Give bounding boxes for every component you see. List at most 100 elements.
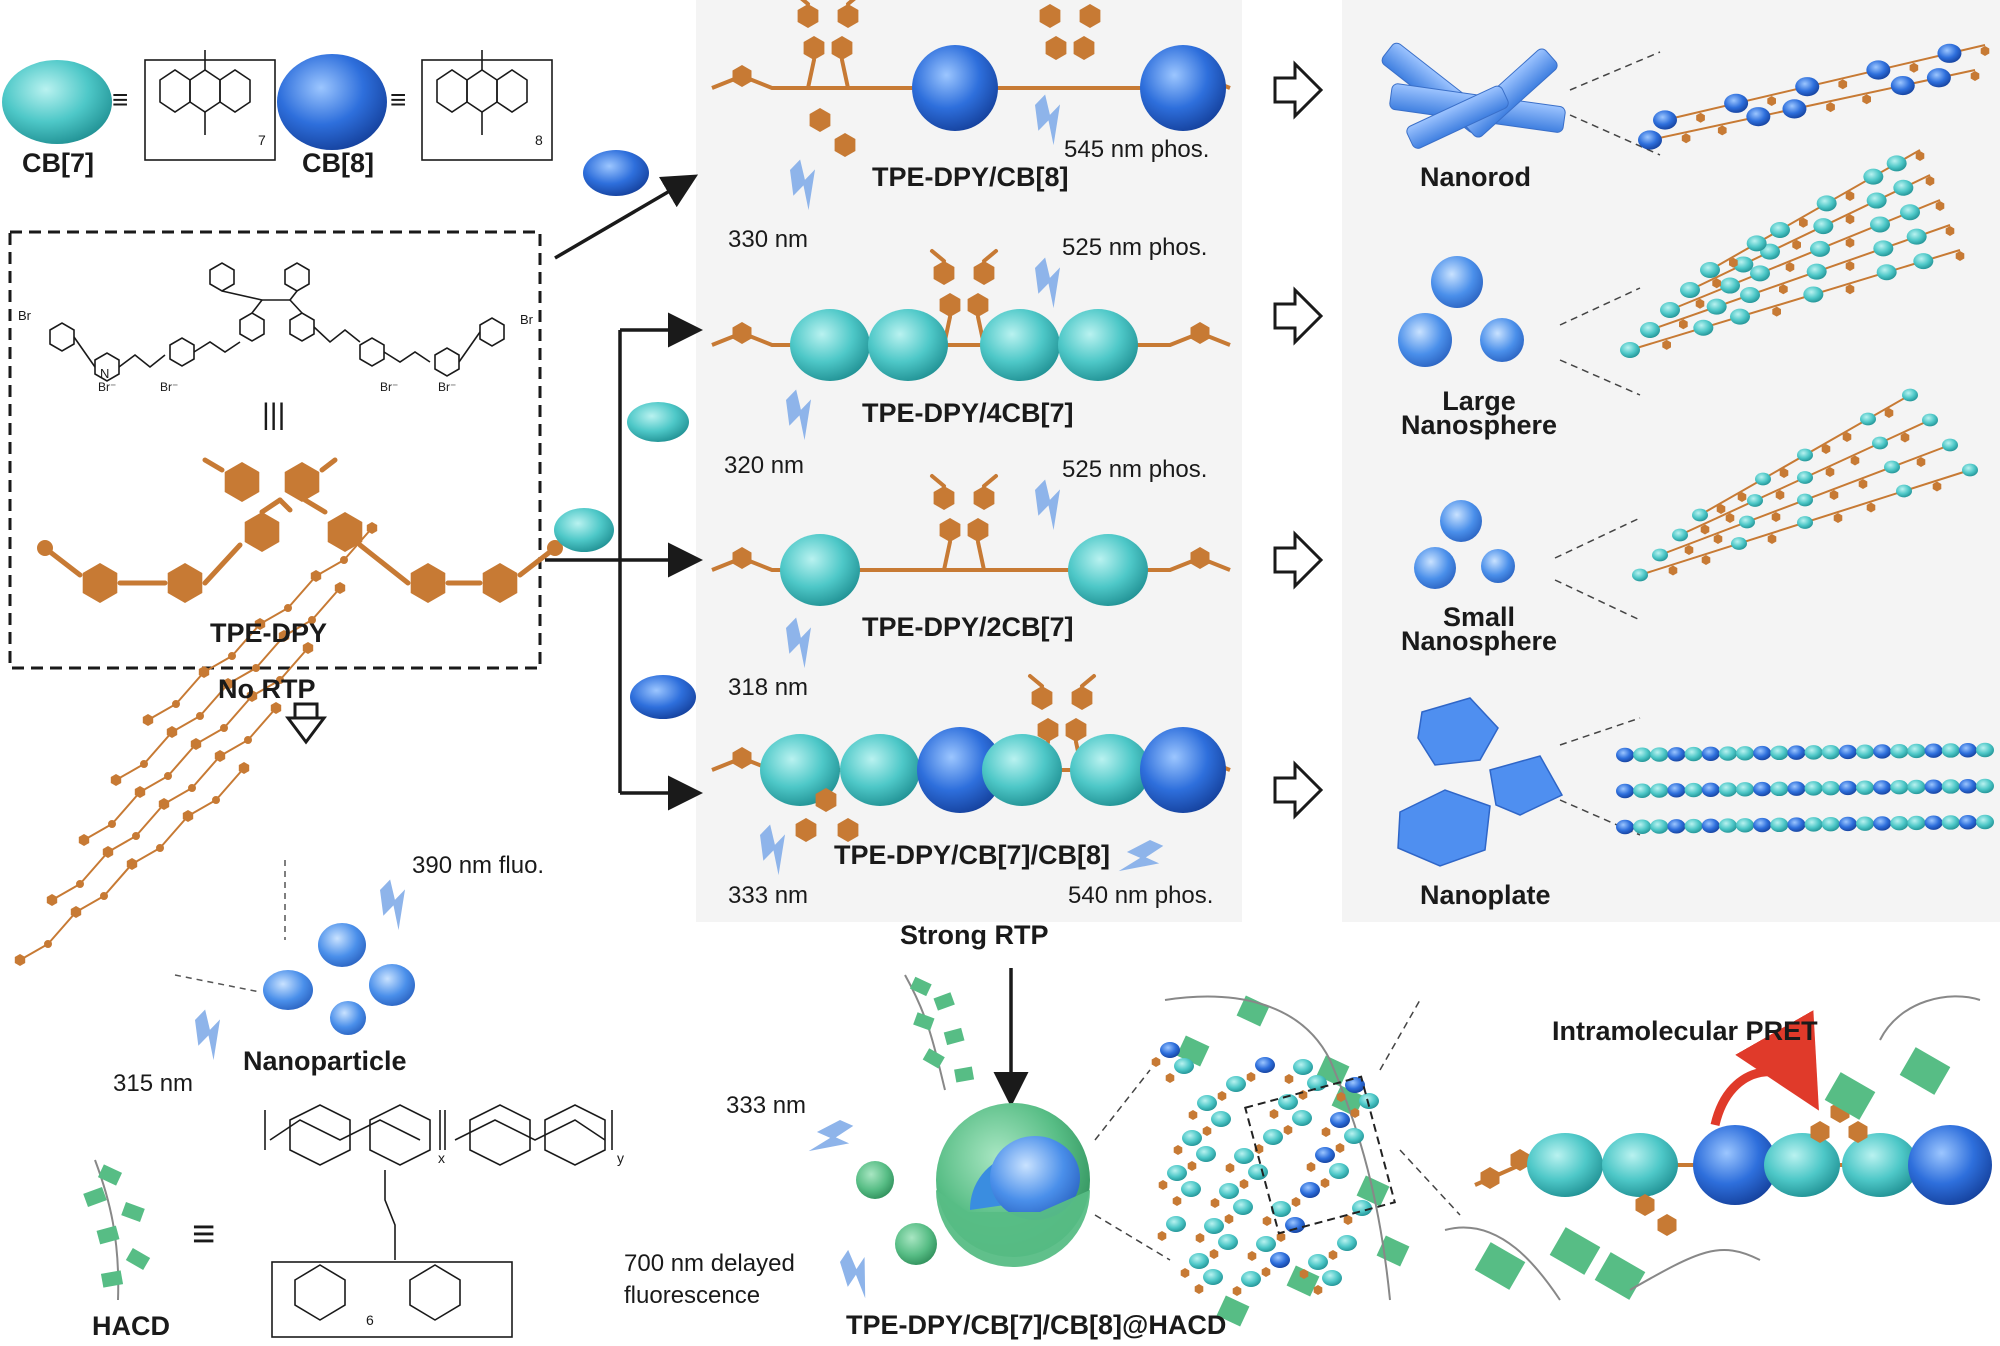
cluster-bead — [1292, 1110, 1312, 1126]
tpe-hexagon — [214, 750, 226, 762]
tpe-hexagon — [1194, 1284, 1204, 1294]
lightning-bolt — [1035, 479, 1061, 531]
cb7-bead — [1746, 235, 1767, 252]
cluster-bead — [1203, 1269, 1223, 1285]
tpe-hexagon — [1350, 1108, 1360, 1118]
identical-sign: ||| — [262, 398, 286, 431]
cb8-bead — [1140, 727, 1226, 813]
tpe-hexagon — [1320, 1178, 1330, 1188]
tpe-hexagon — [1716, 504, 1726, 514]
cb7-bead — [1856, 816, 1874, 831]
cb8-bead — [917, 727, 1003, 813]
strong-rtp-label: Strong RTP — [900, 920, 1049, 950]
morphology-nanorod: Nanorod — [1420, 162, 1531, 192]
tpe-hexagon — [1190, 322, 1210, 344]
tpe-hexagon — [166, 726, 178, 738]
tpe-hexagon — [1283, 1125, 1293, 1135]
cb8-bead — [1753, 745, 1772, 761]
tpe-hexagon — [1254, 1144, 1264, 1154]
cluster-bead — [1197, 1095, 1217, 1111]
cb7-bead — [780, 534, 860, 606]
tpe-dpy-box — [8, 230, 542, 670]
tpe-hexagon — [1684, 545, 1694, 555]
tpe-hexagon — [1884, 408, 1894, 418]
tpe-hexagon — [1821, 444, 1831, 454]
cb8-bead — [1908, 1125, 1992, 1205]
cb7-bead — [1693, 319, 1714, 336]
large-nanosphere-1 — [1431, 256, 1483, 308]
hacd-square — [1216, 1295, 1250, 1327]
cb7-bead — [1941, 815, 1960, 830]
morphology-small-nanosphere-1: Small — [1442, 602, 1516, 632]
cluster-bead — [1307, 1075, 1327, 1091]
tpe-hexagon — [1299, 1269, 1309, 1279]
cluster-bead — [1308, 1254, 1328, 1270]
equiv-sign-1: ≡ — [112, 84, 129, 115]
cb8-bead — [1838, 780, 1857, 796]
fluo-label: 390 nm fluo. — [412, 852, 545, 879]
tpe-hexagon — [1321, 1127, 1331, 1137]
tpe-link — [202, 457, 225, 473]
tpe-link — [259, 497, 283, 515]
pret-chain — [1444, 995, 1992, 1301]
cb7-bead — [1736, 746, 1754, 761]
tpe-hexagon — [198, 666, 210, 678]
tpe-hexagon — [1916, 457, 1926, 467]
tpe-hexagon — [334, 582, 346, 594]
cb7-bead — [1907, 779, 1926, 795]
tpe-hexagon — [1725, 513, 1735, 523]
cluster-bead — [1226, 1076, 1246, 1092]
tpe-hexagon — [1210, 1198, 1220, 1208]
cluster-bead — [1256, 1236, 1276, 1252]
cb7-bead — [1884, 460, 1900, 474]
hacd-square — [1824, 1072, 1876, 1120]
cb7-bead — [1907, 743, 1926, 759]
cb7-bead — [1770, 222, 1790, 238]
nanoplate-shapes — [1397, 697, 1564, 867]
lightning-bolts — [195, 94, 1164, 1299]
cb7-bead — [1680, 282, 1700, 298]
hacd-square — [1549, 1227, 1601, 1275]
nanorod-shapes — [1381, 42, 1566, 149]
cb7-bead — [1068, 534, 1148, 606]
cb7-label: CB[7] — [22, 148, 94, 178]
tpe-hexagon — [732, 322, 752, 344]
tpe-link — [840, 58, 850, 90]
packing-backbone — [1689, 174, 1931, 291]
aggregate-node — [156, 844, 164, 852]
morphology-nanoplate: Nanoplate — [1420, 880, 1551, 910]
tpe-hexagon — [126, 858, 138, 870]
tpe-hexagon — [1188, 1110, 1198, 1120]
cb7-bead — [1739, 515, 1755, 529]
cb7-structure — [144, 50, 276, 161]
tpe-hexagon — [78, 834, 90, 846]
cluster-bead — [1271, 1201, 1291, 1217]
tpe-hexagon — [134, 786, 146, 798]
hacd-strand — [1444, 995, 1981, 1301]
cb7-bead — [1720, 277, 1740, 294]
cluster-bead — [1329, 1163, 1349, 1179]
cb8-repeat-count: 8 — [535, 132, 543, 148]
cluster-bead — [1218, 1234, 1238, 1250]
tpe-hexagon — [1037, 718, 1059, 742]
cluster-bead — [1233, 1199, 1253, 1215]
complex-name-4: TPE-DPY/CB[7]/CB[8] — [834, 840, 1111, 870]
packing-backbone — [1649, 69, 1976, 141]
cluster-bead — [1181, 1181, 1201, 1197]
hacd-square — [1899, 1047, 1951, 1095]
tpe-hexagon — [1771, 512, 1781, 522]
lightning-shape — [1118, 840, 1164, 872]
tpe-hexagon — [837, 4, 859, 28]
cb8-bead — [1838, 744, 1857, 760]
cb7-bead — [1650, 747, 1669, 762]
cb8-bead — [1753, 817, 1772, 833]
tpe-hexagon — [1980, 46, 1990, 56]
cb7-bead — [1718, 782, 1737, 797]
lightning-shape — [195, 1009, 221, 1061]
tpe-hexagon — [167, 563, 203, 603]
cb7-bead — [1890, 779, 1909, 795]
tpe-hexagon — [254, 618, 266, 630]
cb8-bead — [1787, 745, 1806, 760]
tpe-hexagon — [310, 570, 322, 582]
complex-excitation-3: 318 nm — [728, 674, 809, 701]
